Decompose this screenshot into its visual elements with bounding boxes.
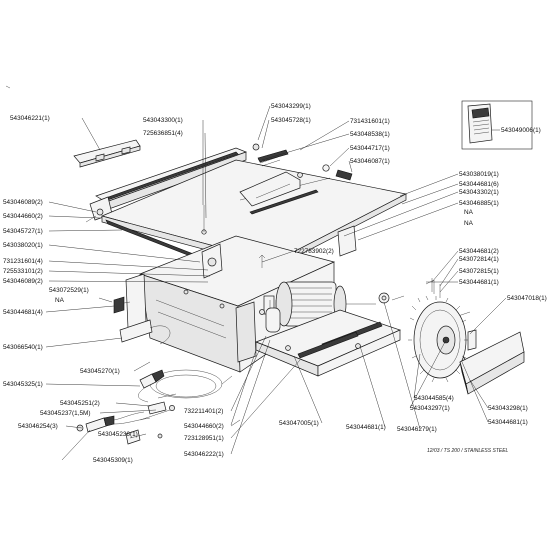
part-number-label: 543045728(1) bbox=[271, 117, 311, 124]
part-number-label: 543044585(4) bbox=[414, 395, 454, 402]
part-number-label: 543044717(1) bbox=[350, 145, 390, 152]
part-number-label: 723128951(1) bbox=[184, 435, 224, 442]
part-number-label: 543044681(1) bbox=[488, 419, 528, 426]
part-number-label: 543049006(1) bbox=[501, 127, 541, 134]
part-number-label: NA bbox=[464, 209, 474, 216]
part-number-label: 543043300(1) bbox=[143, 117, 183, 124]
part-number-label: 543045309(1) bbox=[93, 457, 133, 464]
rip-fence bbox=[85, 147, 247, 223]
part-number-label: 543046254(3) bbox=[18, 423, 58, 430]
part-number-label: 543044681(4) bbox=[3, 309, 43, 316]
part-number-label: NA bbox=[464, 220, 474, 227]
part-number-label: 722783902(2) bbox=[294, 248, 334, 255]
part-number-label: 543045270(1) bbox=[80, 368, 120, 375]
part-number-label: 543043298(1) bbox=[488, 405, 528, 412]
part-number-label: 543044660(2) bbox=[184, 423, 224, 430]
part-number-label: 543046089(2) bbox=[3, 199, 43, 206]
part-number-label: 543044681(1) bbox=[459, 279, 499, 286]
part-number-label: NA bbox=[55, 297, 65, 304]
part-number-label: 543046087(1) bbox=[350, 158, 390, 165]
part-number-label: 543072529(1) bbox=[49, 287, 89, 294]
part-number-label: 543044681(6) bbox=[459, 181, 499, 188]
part-number-label: 732211401(2) bbox=[184, 408, 223, 415]
part-number-label: 543044681(1) bbox=[346, 424, 386, 431]
side-tray bbox=[459, 331, 525, 395]
part-number-label: 543038019(1) bbox=[459, 171, 499, 178]
part-number-label: 543048538(1) bbox=[350, 131, 390, 138]
part-number-label: 543046221(1) bbox=[10, 115, 50, 122]
part-number-label: 543044681(2) bbox=[459, 248, 499, 255]
side-bracket bbox=[337, 225, 357, 257]
part-number-label: 543046279(1) bbox=[397, 426, 437, 433]
clamp-plate bbox=[73, 139, 141, 168]
callout-labels: 543043299(1) 543043300(1) 543046221(1) 7… bbox=[3, 103, 547, 464]
blade-guard-knobs bbox=[201, 143, 353, 235]
part-number-label: 543046885(1) bbox=[459, 200, 499, 207]
part-number-label: 543047005(1) bbox=[279, 420, 319, 427]
part-number-label: 543043302(1) bbox=[459, 189, 499, 196]
part-number-label: 543043297(1) bbox=[410, 405, 450, 412]
power-cable bbox=[138, 369, 233, 403]
part-number-label: 543045325(1) bbox=[3, 381, 43, 388]
part-number-label: 543047018(1) bbox=[507, 295, 547, 302]
part-number-label: 543066540(1) bbox=[3, 344, 43, 351]
part-number-label: 543046089(2) bbox=[3, 278, 43, 285]
part-number-label: 543045251(2) bbox=[60, 400, 100, 407]
connector-parts bbox=[76, 393, 177, 445]
part-number-label: 543044660(2) bbox=[3, 213, 43, 220]
part-number-label: 543045236(1) bbox=[98, 431, 138, 438]
part-number-label: 543046222(1) bbox=[184, 451, 224, 458]
part-number-label: 543045237(1,5M) bbox=[40, 410, 90, 417]
part-number-label: 543045727(1) bbox=[3, 228, 43, 235]
part-number-label: 543043299(1) bbox=[271, 103, 311, 110]
parts-drawing bbox=[5, 85, 533, 461]
part-number-label: 543072815(1) bbox=[459, 268, 499, 275]
leader-lines bbox=[45, 105, 507, 461]
part-number-label: 725533101(2) bbox=[3, 268, 43, 275]
part-number-label: 725636851(4) bbox=[143, 130, 183, 137]
part-number-label: 731231601(4) bbox=[3, 258, 43, 265]
manual-booklet bbox=[461, 100, 533, 150]
motor-assembly bbox=[235, 281, 401, 377]
footer-caption: 12/03 / TS 200 / STAINLESS STEEL bbox=[427, 448, 509, 454]
part-number-label: 543038020(1) bbox=[3, 242, 43, 249]
part-number-label: 731431601(1) bbox=[350, 118, 390, 125]
corner-mark bbox=[5, 85, 11, 89]
part-number-label: 543072814(1) bbox=[459, 256, 499, 263]
